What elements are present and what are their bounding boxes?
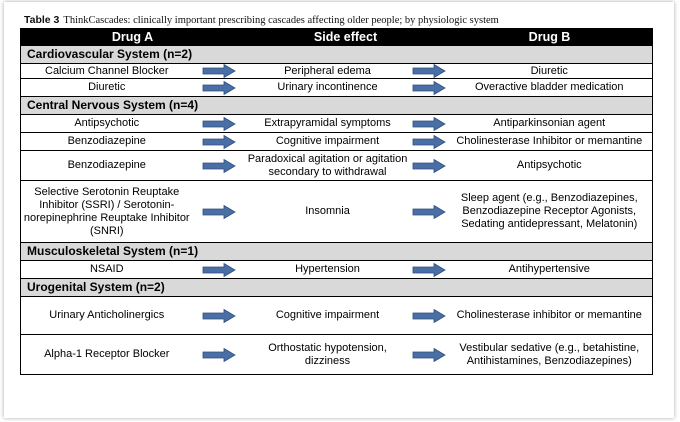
section-title: Urogenital System (n=2) [19, 278, 654, 297]
arrow-cell [410, 114, 447, 133]
table-row: Diuretic Urinary incontinence Overactive b… [20, 78, 654, 97]
drug-b-cell: Cholinesterase Inhibitor or memantine [446, 132, 654, 151]
arrow-cell [410, 78, 447, 97]
arrow-cell [192, 180, 245, 243]
header-side-effect: Side effect [244, 28, 448, 46]
footnote-cut [20, 410, 320, 416]
arrow-cell [410, 296, 447, 335]
arrow-cell [192, 132, 245, 151]
right-arrow-icon [202, 158, 236, 173]
right-arrow-icon [202, 204, 236, 219]
header-drug-a: Drug A [19, 28, 246, 46]
drug-b-cell: Antiparkinsonian agent [446, 114, 654, 133]
drug-a-cell: Selective Serotonin Reuptake Inhibitor (… [20, 180, 193, 243]
arrow-cell [192, 334, 245, 375]
right-arrow-icon [412, 134, 446, 149]
side-effect-cell: Paradoxical agitation or agitation secon… [244, 150, 411, 181]
section-row: Central Nervous System (n=4) [19, 96, 654, 115]
side-effect-cell: Orthostatic hypotension, dizziness [244, 334, 411, 375]
table-row: Antipsychotic Extrapyramidal symptoms Anti… [20, 114, 654, 133]
arrow-cell [410, 260, 447, 279]
right-arrow-icon [202, 308, 236, 323]
drug-a-cell: Alpha-1 Receptor Blocker [20, 334, 193, 375]
drug-b-cell: Antihypertensive [446, 260, 654, 279]
caption-label: Table 3 [24, 14, 60, 26]
drug-b-cell: Sleep agent (e.g., Benzodiazepines, Benz… [446, 180, 654, 243]
drug-a-cell: Calcium Channel Blocker [20, 63, 193, 79]
right-arrow-icon [412, 308, 446, 323]
drug-a-cell: Benzodiazepine [20, 150, 193, 181]
section-title: Central Nervous System (n=4) [19, 96, 654, 115]
right-arrow-icon [412, 80, 446, 95]
table-row: Calcium Channel Blocker Peripheral edema D… [20, 63, 654, 79]
header-drug-b: Drug B [446, 28, 654, 46]
prescribing-cascades-table: Drug A Side effect Drug B Cardiovascular… [19, 28, 654, 375]
side-effect-cell: Extrapyramidal symptoms [244, 114, 411, 133]
arrow-cell [410, 132, 447, 151]
drug-b-cell: Cholinesterase inhibitor or memantine [446, 296, 654, 335]
table-row: Benzodiazepine Paradoxical agitation or a… [20, 150, 654, 181]
section-row: Musculoskeletal System (n=1) [19, 242, 654, 261]
caption-text: ThinkCascades: clinically important pres… [63, 15, 499, 26]
arrow-cell [192, 260, 245, 279]
drug-a-cell: Antipsychotic [20, 114, 193, 133]
side-effect-cell: Hypertension [244, 260, 411, 279]
right-arrow-icon [202, 64, 236, 78]
drug-b-cell: Vestibular sedative (e.g., betahistine, … [446, 334, 654, 375]
drug-a-cell: NSAID [20, 260, 193, 279]
arrow-cell [192, 78, 245, 97]
drug-a-cell: Benzodiazepine [20, 132, 193, 151]
table-row: NSAID Hypertension Antihypertensive [20, 260, 654, 279]
arrow-cell [410, 334, 447, 375]
table-row: Urinary Anticholinergics Cognitive impair… [20, 296, 654, 335]
arrow-cell [192, 63, 245, 79]
right-arrow-icon [202, 262, 236, 277]
right-arrow-icon [412, 158, 446, 173]
section-title: Musculoskeletal System (n=1) [19, 242, 654, 261]
right-arrow-icon [412, 64, 446, 78]
arrow-cell [192, 296, 245, 335]
arrow-cell [410, 180, 447, 243]
right-arrow-icon [202, 134, 236, 149]
right-arrow-icon [412, 116, 446, 131]
table-row: Benzodiazepine Cognitive impairment Cholin… [20, 132, 654, 151]
section-title: Cardiovascular System (n=2) [19, 45, 654, 64]
arrow-cell [410, 63, 447, 79]
table-row: Alpha-1 Receptor Blocker Orthostatic hypo… [20, 334, 654, 375]
drug-a-cell: Diuretic [20, 78, 193, 97]
section-row: Urogenital System (n=2) [19, 278, 654, 297]
section-row: Cardiovascular System (n=2) [19, 45, 654, 64]
arrow-cell [192, 114, 245, 133]
arrow-cell [410, 150, 447, 181]
right-arrow-icon [202, 116, 236, 131]
side-effect-cell: Insomnia [244, 180, 411, 243]
drug-a-cell: Urinary Anticholinergics [20, 296, 193, 335]
table-row: Selective Serotonin Reuptake Inhibitor (… [20, 180, 654, 243]
drug-b-cell: Overactive bladder medication [446, 78, 654, 97]
right-arrow-icon [202, 80, 236, 95]
right-arrow-icon [412, 347, 446, 362]
side-effect-cell: Cognitive impairment [244, 296, 411, 335]
drug-b-cell: Antipsychotic [446, 150, 654, 181]
drug-b-cell: Diuretic [446, 63, 654, 79]
right-arrow-icon [412, 204, 446, 219]
side-effect-cell: Urinary incontinence [244, 78, 411, 97]
side-effect-cell: Peripheral edema [244, 63, 411, 79]
right-arrow-icon [202, 347, 236, 362]
arrow-cell [192, 150, 245, 181]
right-arrow-icon [412, 262, 446, 277]
header-row: Drug A Side effect Drug B [19, 28, 654, 46]
side-effect-cell: Cognitive impairment [244, 132, 411, 151]
